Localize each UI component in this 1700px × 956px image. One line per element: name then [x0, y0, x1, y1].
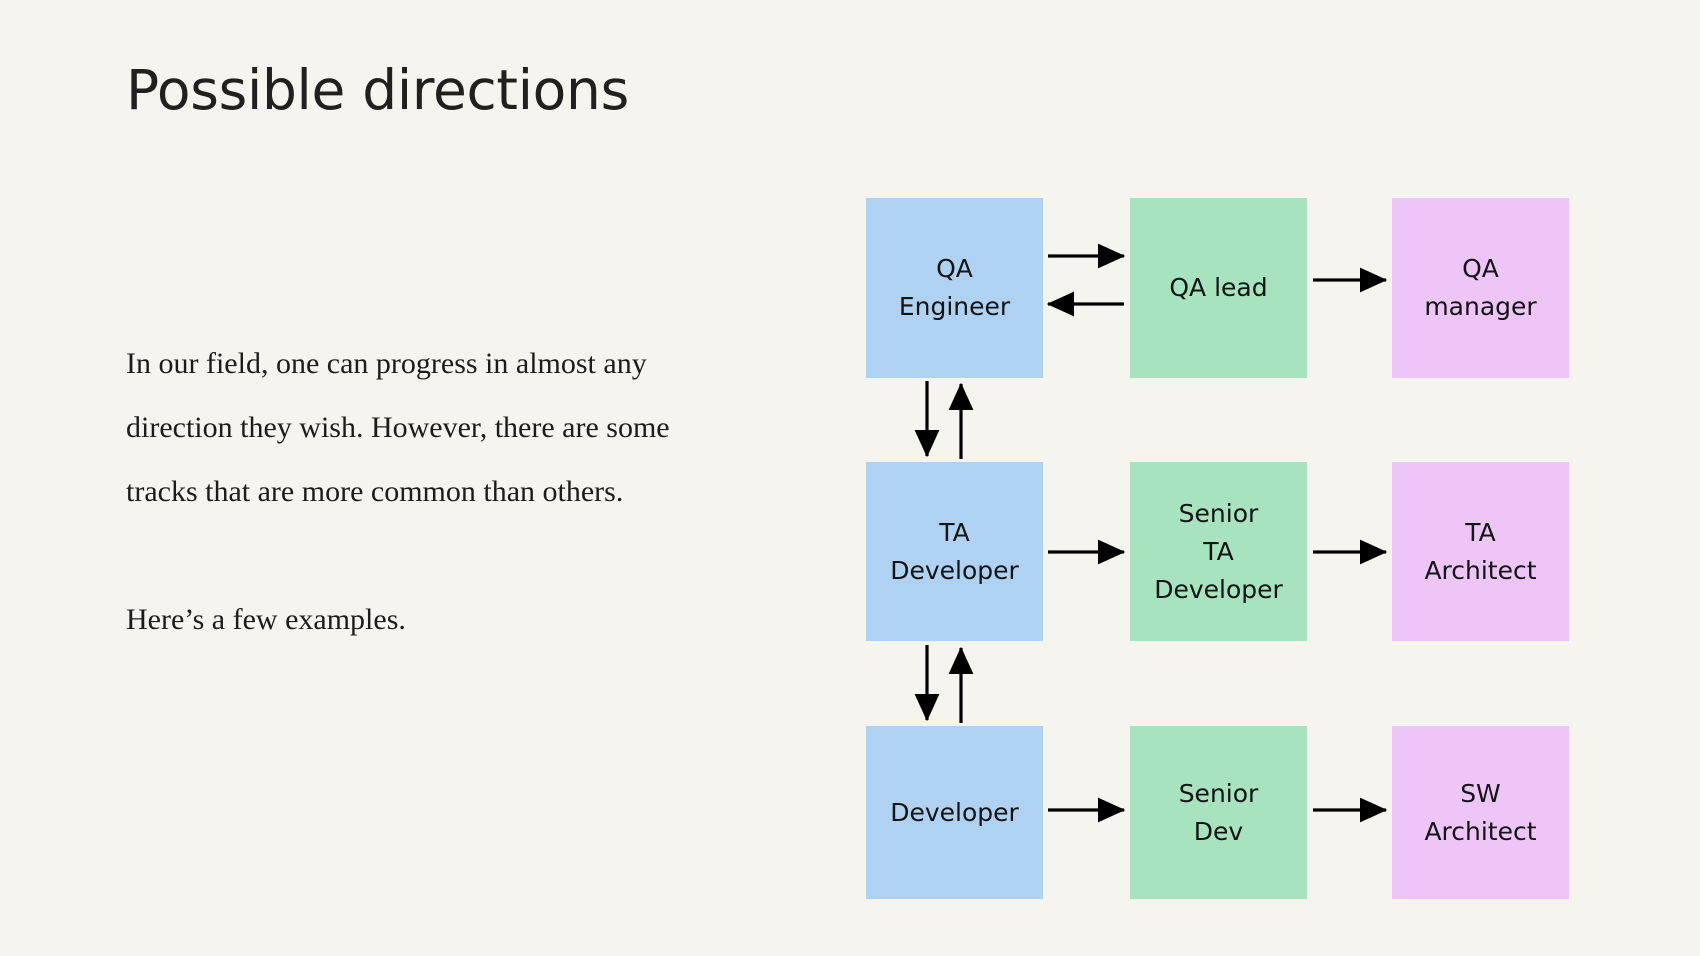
node-ta-developer[interactable]: TA Developer: [866, 462, 1043, 641]
page-title: Possible directions: [126, 58, 629, 122]
node-qa-lead[interactable]: QA lead: [1130, 198, 1307, 378]
node-developer[interactable]: Developer: [866, 726, 1043, 899]
node-senior-ta-developer[interactable]: Senior TA Developer: [1130, 462, 1307, 641]
node-senior-dev[interactable]: Senior Dev: [1130, 726, 1307, 899]
node-qa-manager[interactable]: QA manager: [1392, 198, 1569, 378]
body-copy: In our field, one can progress in almost…: [126, 332, 726, 652]
node-ta-architect[interactable]: TA Architect: [1392, 462, 1569, 641]
body-paragraph-1: In our field, one can progress in almost…: [126, 347, 670, 508]
node-sw-architect[interactable]: SW Architect: [1392, 726, 1569, 899]
node-qa-engineer[interactable]: QA Engineer: [866, 198, 1043, 378]
body-paragraph-2: Here’s a few examples.: [126, 603, 406, 636]
